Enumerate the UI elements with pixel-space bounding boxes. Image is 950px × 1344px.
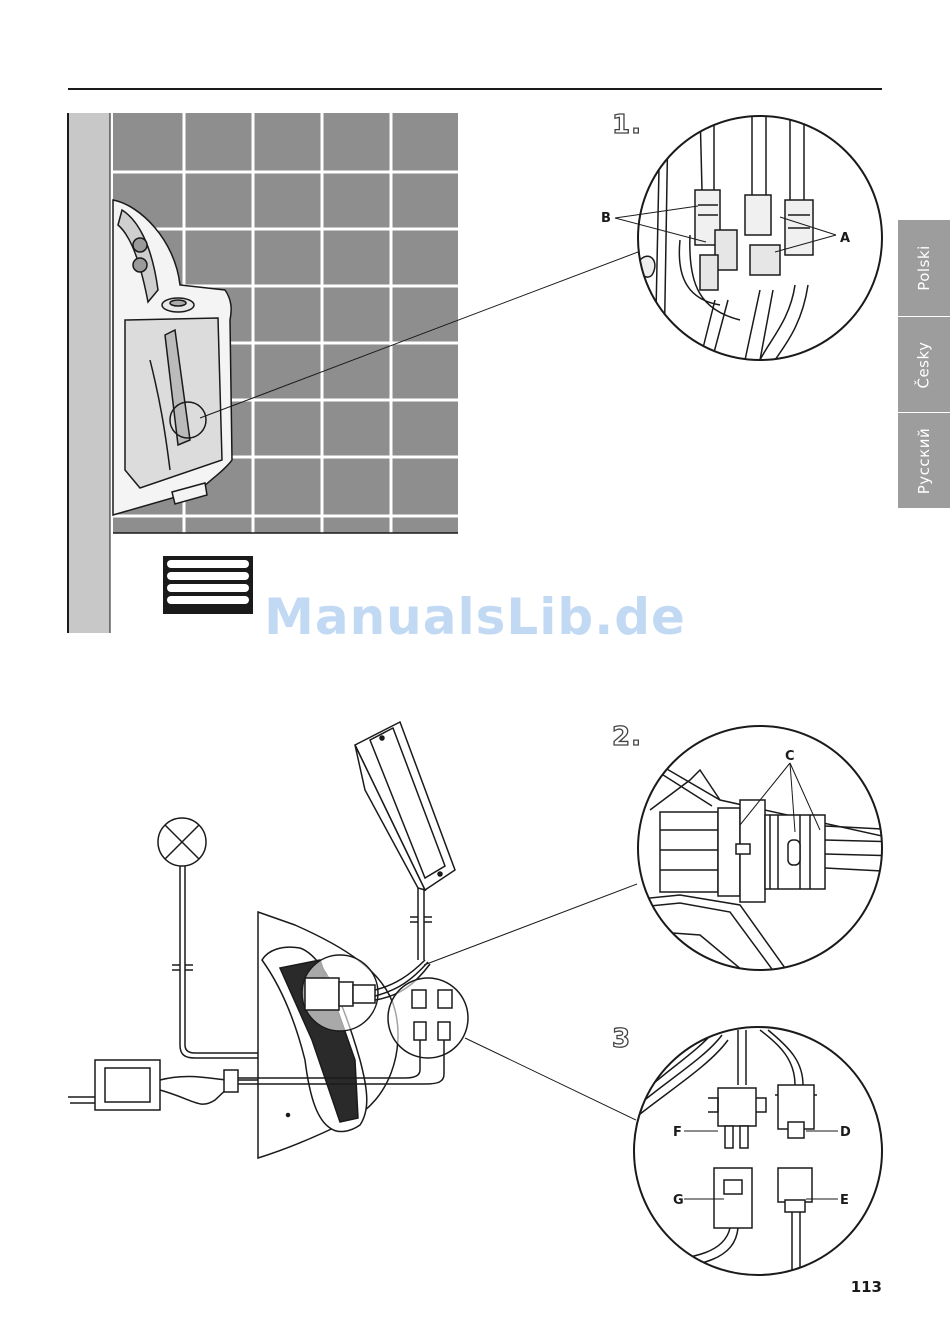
step-2-label: 2.	[612, 722, 642, 752]
detail-pointer-2	[424, 884, 637, 965]
detail-pointer-3	[465, 1038, 636, 1120]
cabling-overview	[68, 722, 468, 1158]
detail-circle-2: C	[630, 726, 900, 985]
callout-a: A	[840, 231, 850, 246]
step-1-label: 1.	[612, 110, 642, 140]
detail-circle-3: F D G E	[634, 1027, 882, 1275]
watermark: ManualsLib.de	[0, 588, 950, 646]
step-3-label: 3	[612, 1024, 631, 1054]
callout-g: G	[673, 1193, 684, 1208]
callout-b: B	[601, 211, 611, 226]
callout-e: E	[840, 1193, 849, 1208]
callout-f: F	[673, 1125, 682, 1140]
callout-c: C	[785, 749, 795, 764]
detail-circle-1: B A	[601, 110, 882, 360]
page-number: 113	[851, 1278, 882, 1296]
callout-d: D	[840, 1125, 851, 1140]
